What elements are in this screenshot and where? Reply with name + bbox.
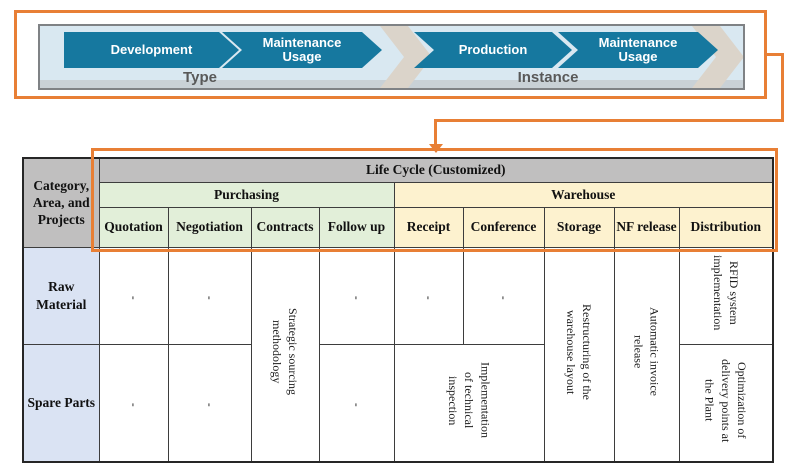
project-text: Automatic invoice release xyxy=(631,307,662,397)
col-conference: Conference xyxy=(462,206,545,248)
phase-label-instance: Instance xyxy=(517,69,579,86)
row-header-raw-material: Raw Material xyxy=(22,246,100,345)
col-followup: Follow up xyxy=(318,206,395,248)
connector-horizontal xyxy=(434,119,784,122)
cell-raw-negotiation: - xyxy=(167,246,252,345)
table-title: Life Cycle (Customized) xyxy=(98,157,774,183)
cell-nf-release-project: Automatic invoice release xyxy=(613,246,680,463)
connector-stub xyxy=(764,53,784,56)
lifecycle-flow-strip: Development Maintenance Usage Production… xyxy=(38,24,745,90)
project-text: Implementation of technical inspection xyxy=(445,362,493,439)
cell-raw-followup: - xyxy=(318,246,395,345)
col-contracts: Contracts xyxy=(250,206,320,248)
col-storage: Storage xyxy=(543,206,615,248)
cell-spare-negotiation: - xyxy=(167,343,252,463)
project-text: Strategic sourcing methodology xyxy=(270,308,301,396)
cell-raw-conference: - xyxy=(462,246,545,345)
flow-step-maintenance-usage-type: Maintenance Usage xyxy=(222,32,382,68)
cell-receipt-conference-project: Implementation of technical inspection xyxy=(393,343,545,463)
dash: - xyxy=(203,403,216,407)
row-header-spare-parts: Spare Parts xyxy=(22,343,100,463)
cell-contracts-project: Strategic sourcing methodology xyxy=(250,246,320,463)
project-text: Restructuring of the warehouse layout xyxy=(564,303,595,400)
project-text: RFID system implementation xyxy=(710,255,741,331)
col-distribution: Distribution xyxy=(678,206,774,248)
phase-label-type: Type xyxy=(183,69,217,86)
cell-spare-quotation: - xyxy=(98,343,169,463)
corner-header: Category, Area, and Projects xyxy=(22,157,100,248)
flow-step-production: Production xyxy=(414,32,572,68)
flow-step-label: Maintenance Usage xyxy=(262,34,342,64)
dash: - xyxy=(350,295,363,300)
section-purchasing: Purchasing xyxy=(98,181,395,208)
cell-spare-followup: - xyxy=(318,343,395,463)
flow-step-maintenance-usage-instance: Maintenance Usage xyxy=(558,32,718,68)
cell-raw-receipt: - xyxy=(393,246,464,345)
cell-raw-distribution-project: RFID system implementation xyxy=(678,246,774,345)
connector-vertical-down xyxy=(434,119,437,145)
dash: - xyxy=(127,295,140,300)
dash: - xyxy=(203,295,216,300)
col-quotation: Quotation xyxy=(98,206,169,248)
connector-arrowhead-icon xyxy=(429,144,443,153)
cell-spare-distribution-project: Optimization of delivery points at the P… xyxy=(678,343,774,463)
flow-step-development: Development xyxy=(64,32,239,68)
cell-raw-quotation: - xyxy=(98,246,169,345)
col-nf-release: NF release xyxy=(613,206,680,248)
flow-step-label: Development xyxy=(110,41,193,57)
col-negotiation: Negotiation xyxy=(167,206,252,248)
lifecycle-table: Category, Area, and Projects Life Cycle … xyxy=(22,157,775,463)
dash: - xyxy=(127,403,140,407)
cell-storage-project: Restructuring of the warehouse layout xyxy=(543,246,615,463)
dash: - xyxy=(422,295,435,300)
dash: - xyxy=(497,295,510,300)
lifecycle-flow-box: Development Maintenance Usage Production… xyxy=(14,10,767,99)
section-warehouse: Warehouse xyxy=(393,181,774,208)
col-receipt: Receipt xyxy=(393,206,464,248)
project-text: Optimization of delivery points at the P… xyxy=(702,358,750,442)
connector-vertical-right xyxy=(781,53,784,122)
flow-step-label: Production xyxy=(458,41,528,57)
dash: - xyxy=(350,403,363,407)
flow-step-label: Maintenance Usage xyxy=(598,34,678,64)
